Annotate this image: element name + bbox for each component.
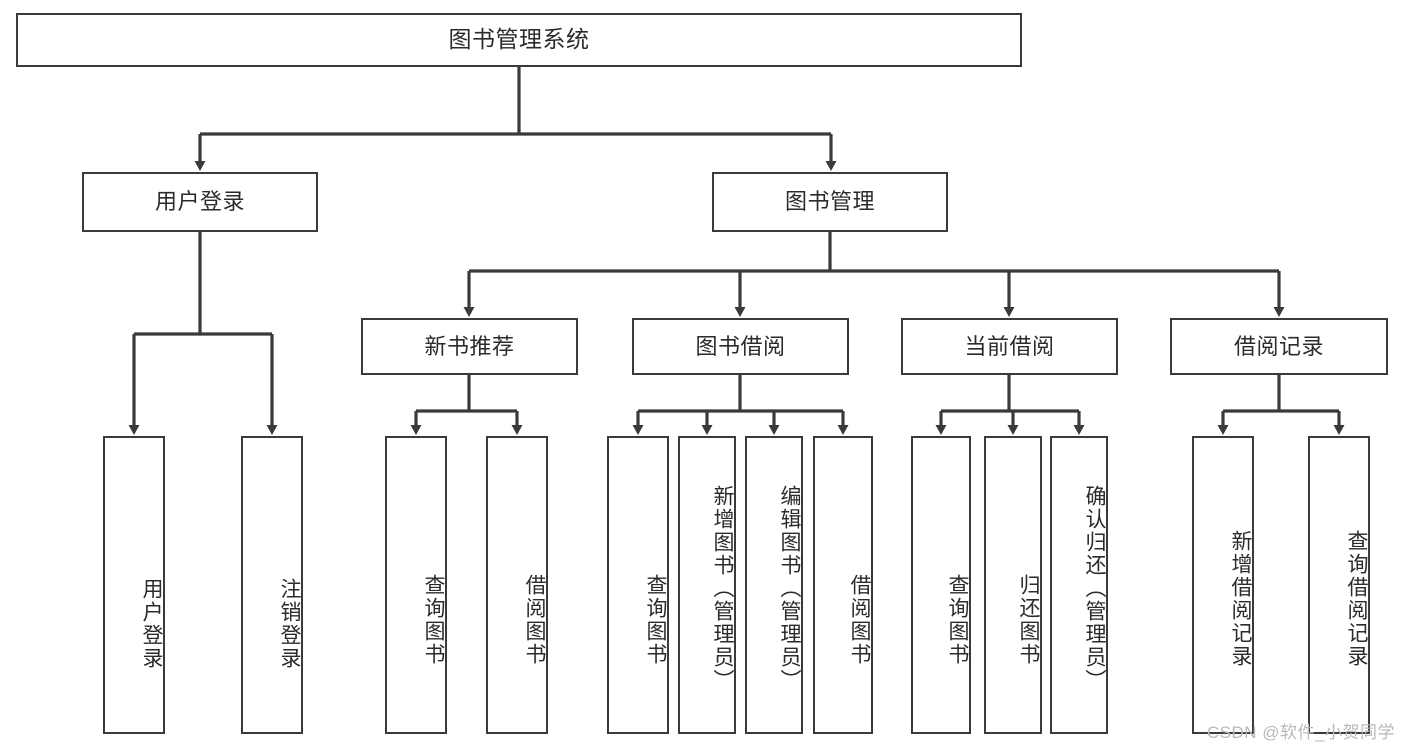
node-leaf-query-book-2[interactable]: 查询图书 <box>607 436 669 734</box>
node-user-login-label: 用户登录 <box>154 189 245 215</box>
node-leaf-logout[interactable]: 注销登录 <box>241 436 303 734</box>
node-new-book-rec[interactable]: 新书推荐 <box>361 318 578 375</box>
node-new-book-rec-label: 新书推荐 <box>424 333 515 359</box>
node-borrow-record[interactable]: 借阅记录 <box>1170 318 1388 375</box>
node-leaf-query-book-3[interactable]: 查询图书 <box>911 436 971 734</box>
node-leaf-query-book-2-label: 查询图书 <box>644 574 667 666</box>
node-leaf-edit-book-label: 编辑图书（管理员） <box>778 484 801 692</box>
node-book-borrow-label: 图书借阅 <box>695 333 786 359</box>
node-leaf-confirm-return[interactable]: 确认归还（管理员） <box>1050 436 1108 734</box>
node-book-manage[interactable]: 图书管理 <box>712 172 948 232</box>
node-leaf-borrow-book-1[interactable]: 借阅图书 <box>486 436 548 734</box>
node-leaf-add-record[interactable]: 新增借阅记录 <box>1192 436 1254 734</box>
node-current-borrow[interactable]: 当前借阅 <box>901 318 1118 375</box>
node-book-manage-label: 图书管理 <box>784 189 875 215</box>
node-leaf-add-record-label: 新增借阅记录 <box>1229 530 1252 668</box>
node-leaf-query-record[interactable]: 查询借阅记录 <box>1308 436 1370 734</box>
node-leaf-logout-label: 注销登录 <box>278 578 301 670</box>
node-leaf-add-book[interactable]: 新增图书（管理员） <box>678 436 736 734</box>
node-leaf-confirm-return-label: 确认归还（管理员） <box>1083 484 1106 692</box>
node-leaf-query-book-3-label: 查询图书 <box>946 574 969 666</box>
node-current-borrow-label: 当前借阅 <box>964 333 1055 359</box>
node-leaf-return-book[interactable]: 归还图书 <box>984 436 1042 734</box>
node-leaf-return-book-label: 归还图书 <box>1017 574 1040 666</box>
node-leaf-add-book-label: 新增图书（管理员） <box>711 484 734 692</box>
node-leaf-edit-book[interactable]: 编辑图书（管理员） <box>745 436 803 734</box>
node-leaf-query-book-1-label: 查询图书 <box>422 574 445 666</box>
node-root-label: 图书管理系统 <box>448 26 590 53</box>
node-leaf-borrow-book-2[interactable]: 借阅图书 <box>813 436 873 734</box>
node-leaf-query-book-1[interactable]: 查询图书 <box>385 436 447 734</box>
node-borrow-record-label: 借阅记录 <box>1233 333 1324 359</box>
node-leaf-borrow-book-1-label: 借阅图书 <box>523 574 546 666</box>
node-leaf-query-record-label: 查询借阅记录 <box>1345 530 1368 668</box>
node-book-borrow[interactable]: 图书借阅 <box>632 318 849 375</box>
node-leaf-user-login[interactable]: 用户登录 <box>103 436 165 734</box>
node-user-login[interactable]: 用户登录 <box>82 172 318 232</box>
node-leaf-user-login-label: 用户登录 <box>140 578 163 670</box>
node-leaf-borrow-book-2-label: 借阅图书 <box>848 574 871 666</box>
node-root[interactable]: 图书管理系统 <box>16 13 1022 67</box>
watermark: CSDN @软件_小贺同学 <box>1206 723 1395 742</box>
